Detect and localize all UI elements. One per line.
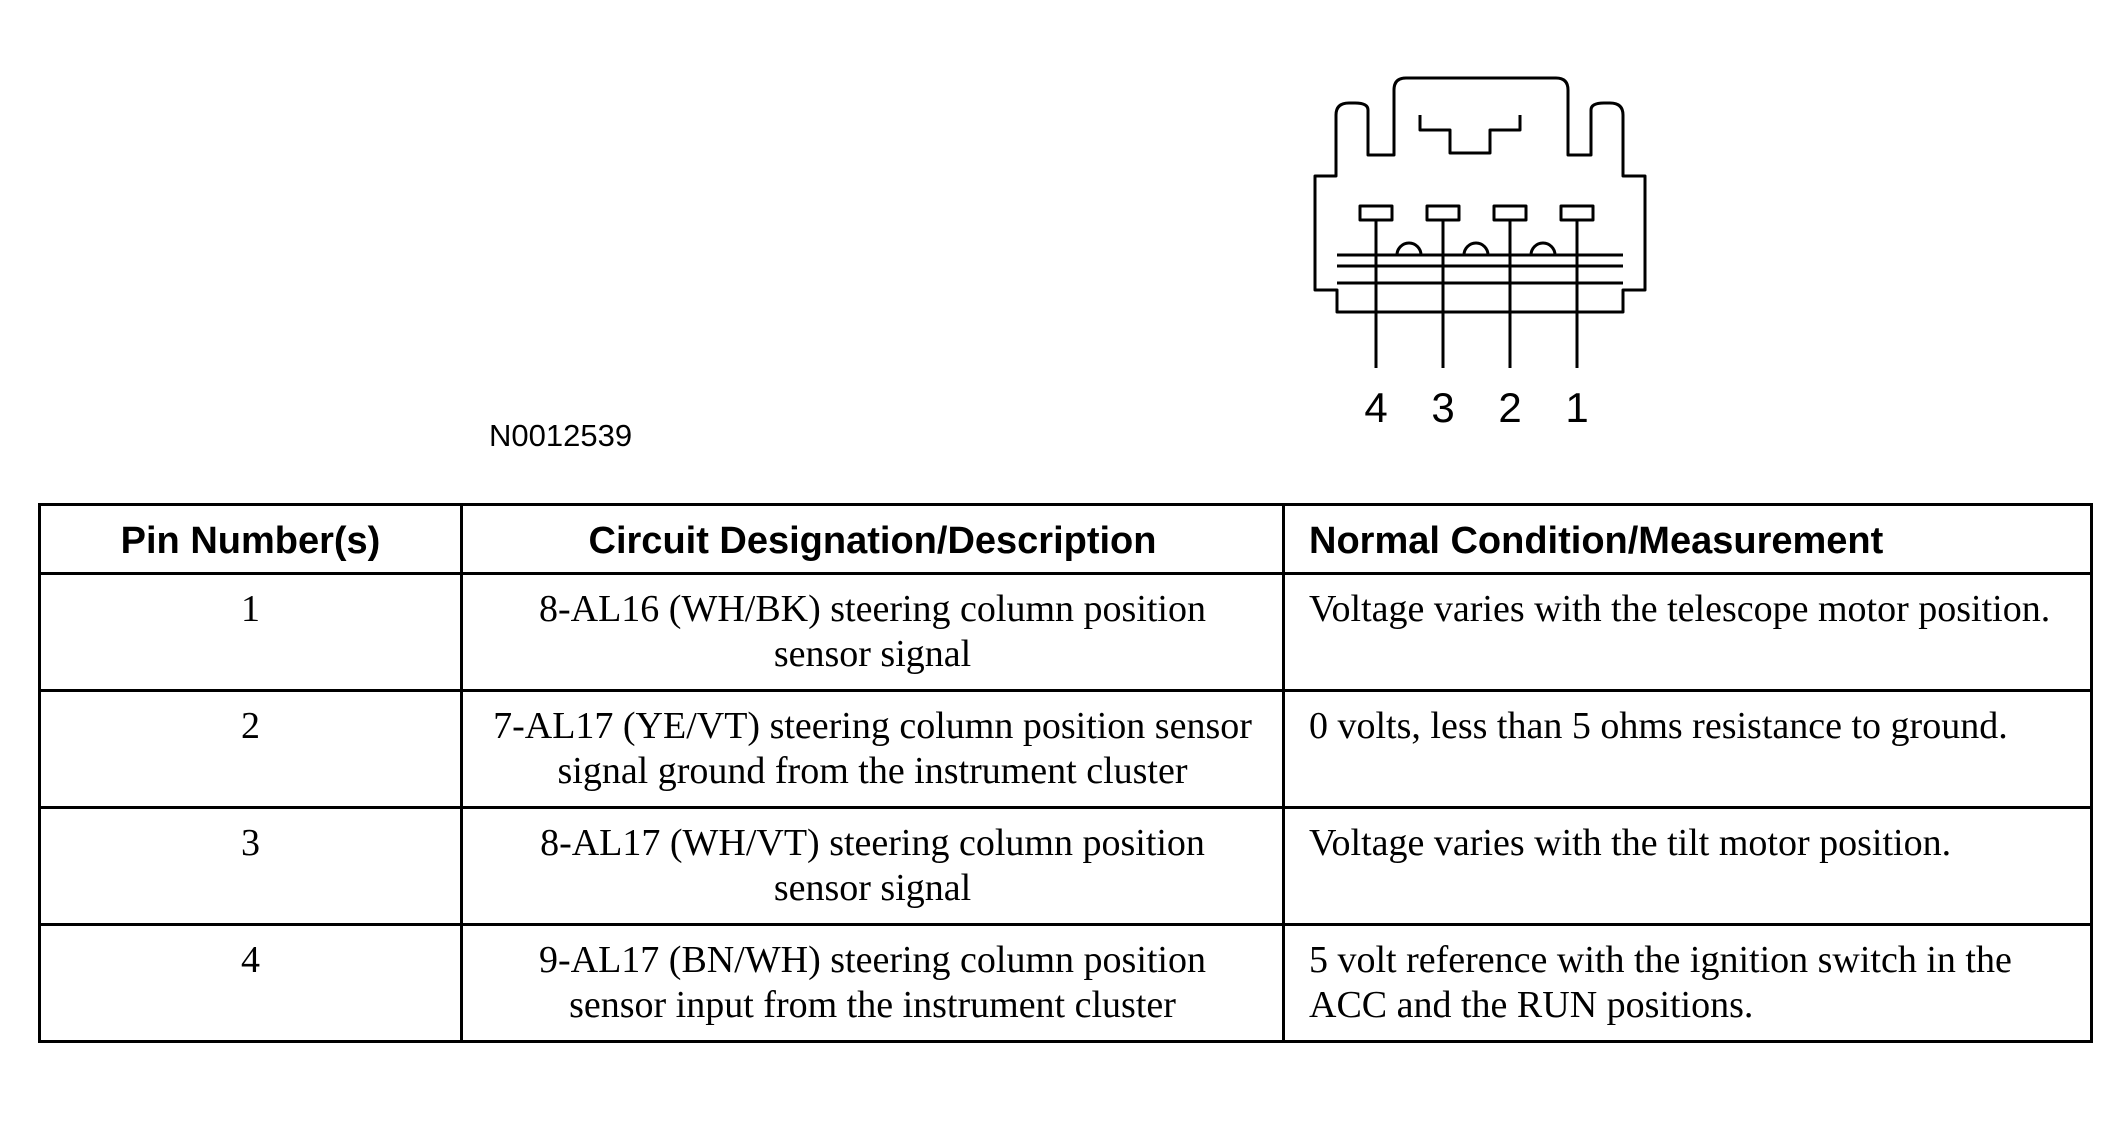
circuit-description-cell: 9-AL17 (BN/WH) steering column position … (460, 923, 1285, 1043)
pin-number-cell: 2 (38, 689, 463, 809)
table-row: 4 9-AL17 (BN/WH) steering column positio… (38, 923, 2093, 1043)
connector-housing (1313, 76, 1647, 314)
header-measurement: Normal Condition/Measurement (1282, 503, 2093, 575)
pin-number-cell: 4 (38, 923, 463, 1043)
terminal-2 (1492, 204, 1528, 222)
measurement-cell: Voltage varies with the tilt motor posit… (1282, 806, 2093, 926)
measurement-cell: 0 volts, less than 5 ohms resistance to … (1282, 689, 2093, 809)
circuit-description-cell: 8-AL17 (WH/VT) steering column position … (460, 806, 1285, 926)
terminal-bump (1462, 241, 1490, 256)
pin-label-3: 3 (1431, 384, 1454, 431)
pinout-table: Pin Number(s) Circuit Designation/Descri… (38, 503, 2093, 1043)
terminal-3 (1425, 204, 1461, 222)
terminal-bump (1395, 241, 1423, 256)
pin-number-cell: 1 (38, 572, 463, 692)
header-circuit: Circuit Designation/Description (460, 503, 1285, 575)
pin-label-2: 2 (1498, 384, 1521, 431)
header-pin-number: Pin Number(s) (38, 503, 463, 575)
pin-label-1: 1 (1565, 384, 1588, 431)
terminal-4 (1358, 204, 1394, 222)
measurement-cell: 5 volt reference with the ignition switc… (1282, 923, 2093, 1043)
circuit-description-cell: 7-AL17 (YE/VT) steering column position … (460, 689, 1285, 809)
circuit-description-cell: 8-AL16 (WH/BK) steering column position … (460, 572, 1285, 692)
connector-diagram: 4 3 2 1 (1313, 76, 1647, 431)
table-row: 3 8-AL17 (WH/VT) steering column positio… (38, 806, 2093, 926)
table-row: 1 8-AL16 (WH/BK) steering column positio… (38, 572, 2093, 692)
table-header-row: Pin Number(s) Circuit Designation/Descri… (38, 503, 2093, 575)
locking-tab (1418, 115, 1522, 155)
terminal-bump (1529, 241, 1557, 256)
pin-label-4: 4 (1364, 384, 1387, 431)
table-row: 2 7-AL17 (YE/VT) steering column positio… (38, 689, 2093, 809)
figure-id: N0012539 (489, 418, 633, 453)
measurement-cell: Voltage varies with the telescope motor … (1282, 572, 2093, 692)
pin-number-cell: 3 (38, 806, 463, 926)
terminal-1 (1559, 204, 1595, 222)
